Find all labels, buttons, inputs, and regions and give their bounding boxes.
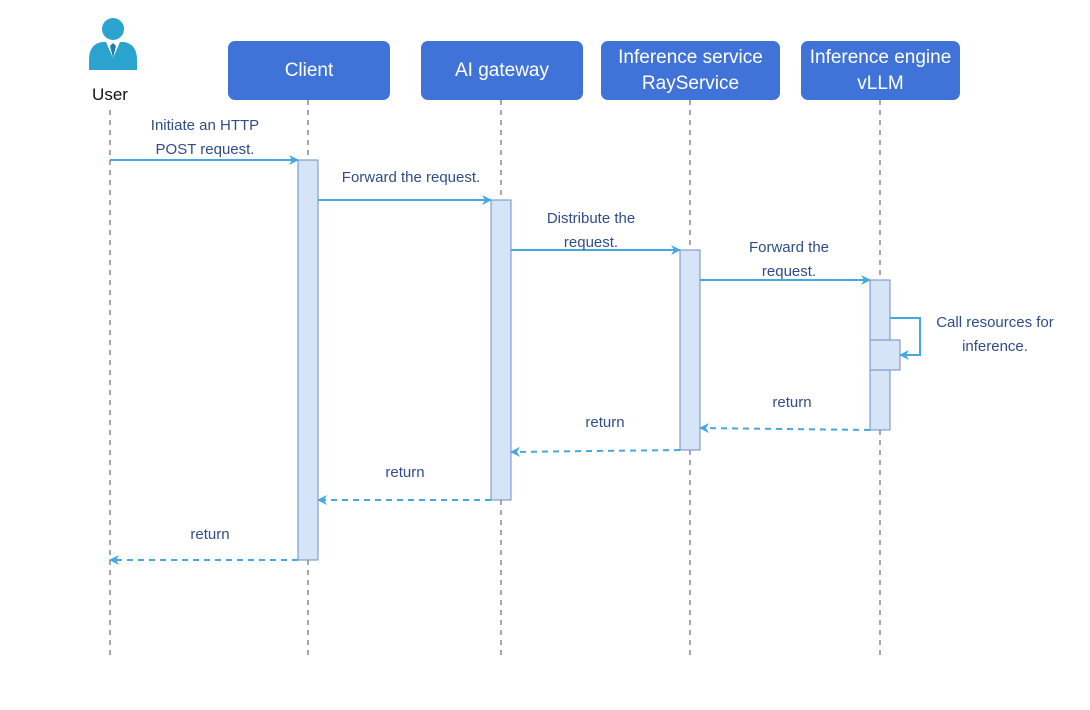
arrow-return-engine [699, 423, 871, 434]
actor-inference-service: Inference service RayService [601, 41, 780, 100]
actor-inference-engine-label: Inference engine vLLM [809, 46, 952, 94]
actor-client: Client [228, 41, 390, 100]
user-avatar-icon [89, 18, 137, 70]
actor-ai-gateway-label: AI gateway [455, 59, 549, 81]
actor-client-label: Client [284, 59, 334, 81]
arrow-return-service [510, 446, 681, 457]
actor-user-label: User [92, 85, 128, 104]
actor-ai-gateway: AI gateway [421, 41, 583, 100]
message-forward1: Forward the request. [341, 169, 481, 186]
actor-inference-service-label: Inference service RayService [618, 46, 763, 94]
message-forward2: Forward the request. [748, 239, 830, 280]
actor-inference-engine: Inference engine vLLM [801, 41, 960, 100]
message-initiate: Initiate an HTTP POST request. [150, 117, 260, 158]
message-return-gateway: return [385, 464, 425, 481]
message-return-service: return [585, 414, 625, 431]
activation-client [297, 159, 319, 561]
activation-service [679, 249, 701, 451]
message-return-engine: return [772, 394, 812, 411]
arrow-self-call [890, 317, 921, 360]
message-return-client: return [190, 526, 230, 543]
activation-gateway [490, 199, 512, 501]
activation-engine-nested [869, 339, 901, 371]
message-distribute: Distribute the request. [546, 210, 636, 251]
message-call-resources: Call resources for inference. [936, 314, 1054, 355]
